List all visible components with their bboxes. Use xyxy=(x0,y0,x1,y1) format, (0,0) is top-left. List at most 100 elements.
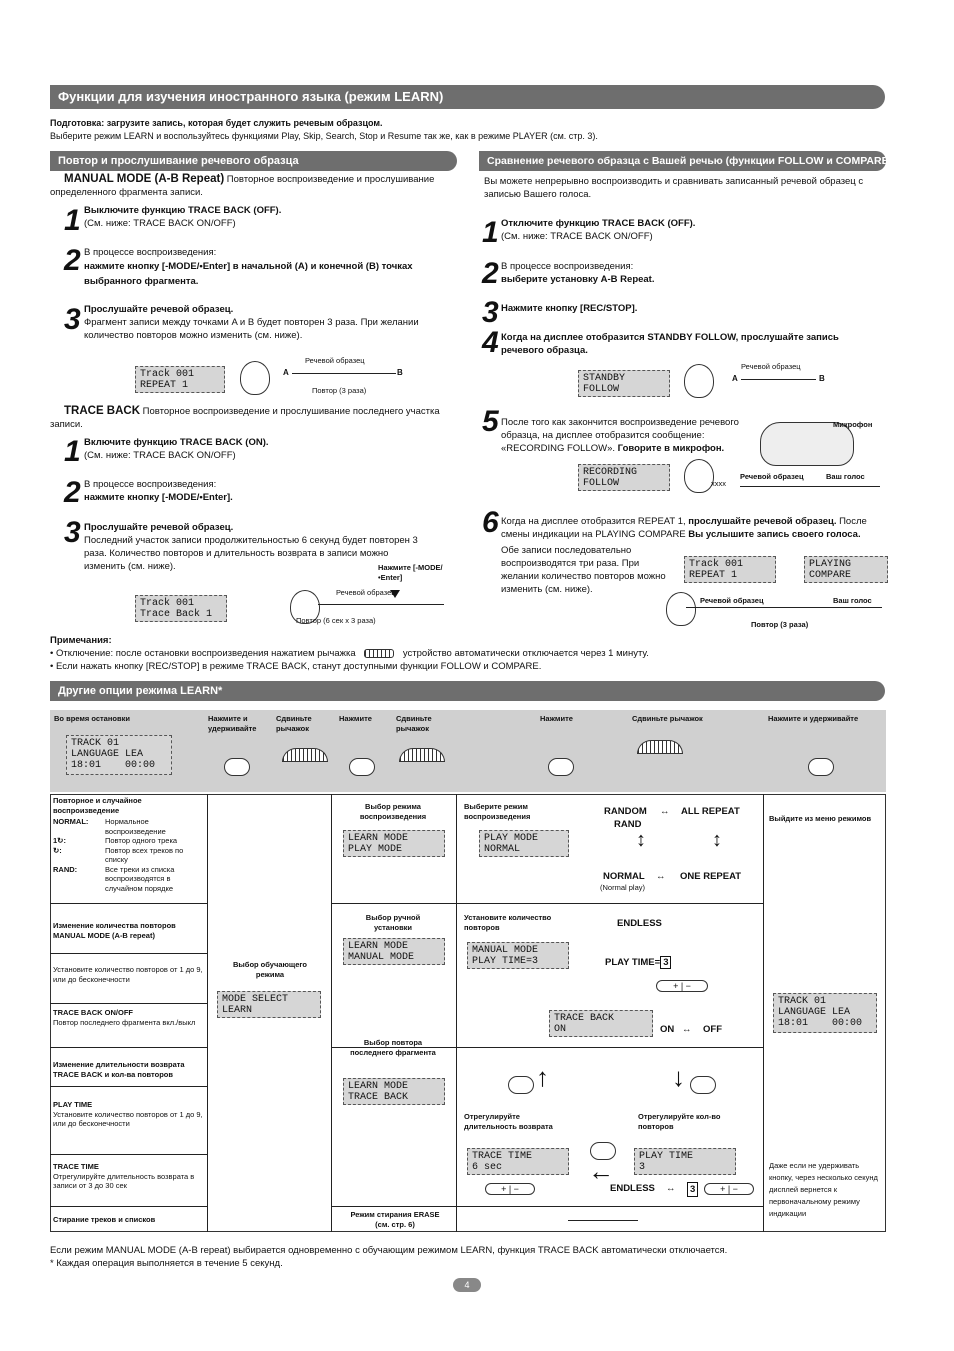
step-text: Когда на дисплее отобразится STANDBY FOL… xyxy=(501,332,839,356)
step-note: Последний участок записи продолжительнос… xyxy=(84,535,418,572)
step-text: нажмите кнопку [-MODE/•Enter] в начально… xyxy=(84,261,413,287)
choose-mode-label: Выберите режим воспроизведения xyxy=(464,802,531,821)
ab-line xyxy=(741,379,816,380)
repeat-label: Повтор (3 раза) xyxy=(312,386,367,395)
step-text: Прослушайте речевой образец. xyxy=(84,522,234,533)
col-divider xyxy=(456,794,457,1232)
row-divider xyxy=(50,1047,208,1048)
lcd-display: LEARN MODE PLAY MODE xyxy=(343,830,445,857)
during-stop-label: Во время остановки xyxy=(54,714,130,723)
left-section-header: Повтор и прослушивание речевого образца xyxy=(50,151,457,171)
mode-enter-button[interactable] xyxy=(508,1076,534,1094)
plus-minus-buttons[interactable]: + | − xyxy=(485,1183,535,1195)
trace-back-desc: Повторное воспроизведение и прослушивани… xyxy=(50,406,440,430)
row-divider xyxy=(331,1047,456,1048)
off-label: OFF xyxy=(703,1024,722,1035)
step-note: В процессе воспроизведения: xyxy=(84,247,217,258)
step-text: Отключите функцию TRACE BACK (OFF). xyxy=(501,218,696,229)
exit-note: Даже если не удерживать кнопку, через не… xyxy=(769,1161,878,1218)
row-title: PLAY TIME xyxy=(53,1100,93,1109)
listener-face-icon xyxy=(290,590,320,624)
xxxx-label: xxxx xyxy=(711,479,726,488)
step-note: После того как закончится воспроизведени… xyxy=(501,417,739,454)
value-box: 3 xyxy=(660,956,672,969)
legend-key: ↻: xyxy=(53,845,62,855)
step-note: (См. ниже: TRACE BACK ON/OFF) xyxy=(84,450,236,461)
lever-icon[interactable] xyxy=(282,748,328,762)
lcd-display: PLAYING COMPARE xyxy=(804,556,888,583)
lcd-display: TRACE BACK ON xyxy=(549,1010,653,1037)
double-arrow-icon: ↔ xyxy=(682,1024,692,1035)
recorder-device-icon xyxy=(760,422,854,466)
page-title: Функции для изучения иностранного языка … xyxy=(50,85,885,109)
sample-label: Речевой образец xyxy=(700,596,764,605)
lcd-display: RECORDING FOLLOW xyxy=(578,464,670,491)
press-label: Нажмите xyxy=(339,714,372,723)
notes-title: Примечания: xyxy=(50,635,112,646)
lcd-display: TRACK 01 LANGUAGE LEA 18:01 00:00 xyxy=(66,735,172,775)
plus-minus-buttons[interactable]: + | − xyxy=(704,1183,754,1195)
legend-key: 1↻: xyxy=(53,836,66,845)
adjust-length-label: Отрегулируйте длительность возврата xyxy=(464,1112,553,1131)
slide-label: Сдвиньте рычажок xyxy=(632,714,703,723)
mode-enter-button[interactable] xyxy=(690,1076,716,1094)
mode-enter-button[interactable] xyxy=(548,758,574,776)
select-trace-label: Выбор повтора последнего фрагмента xyxy=(350,1038,436,1057)
mode-enter-button[interactable] xyxy=(349,758,375,776)
play-time-label: PLAY TIME=3 xyxy=(605,956,672,969)
lever-icon[interactable] xyxy=(637,740,683,754)
mode-enter-button[interactable] xyxy=(808,758,834,776)
row-body: Установите количество повторов от 1 до 9… xyxy=(53,1109,203,1129)
mic-label: Микрофон xyxy=(833,420,873,429)
listener-face-icon xyxy=(240,361,270,395)
col-divider xyxy=(207,794,208,1232)
lcd-display: LEARN MODE TRACE BACK xyxy=(343,1078,445,1105)
row-divider xyxy=(50,903,208,904)
trace-back-intro: TRACE BACK Повторное воспроизведение и п… xyxy=(50,405,455,431)
manual-mode-desc: Повторное воспроизведение и прослушивани… xyxy=(50,174,435,198)
mode-enter-button[interactable] xyxy=(224,758,250,776)
step-note: (См. ниже: TRACE BACK ON/OFF) xyxy=(84,218,236,229)
set-count-label: Установите количество повторов xyxy=(464,913,552,932)
legend-key: NORMAL: xyxy=(53,817,89,826)
row-divider xyxy=(331,1206,456,1207)
step-text: Вы услышите запись своего голоса. xyxy=(688,529,861,540)
row-divider xyxy=(50,1086,208,1087)
press-label: Нажмите [-MODE/•Enter] xyxy=(378,563,443,582)
lcd-display: Track 001 Trace Back 1 xyxy=(135,595,227,622)
row-body: Установите количество повторов от 1 до 9… xyxy=(53,965,203,984)
select-learn-label: Выбор обучающего режима xyxy=(232,960,308,979)
random-label: RANDOM xyxy=(604,806,647,817)
footer-note-2: * Каждая операция выполняется в течение … xyxy=(50,1258,283,1269)
underline xyxy=(568,1220,638,1221)
manual-mode-intro: MANUAL MODE (A-B Repeat) Повторное воспр… xyxy=(50,173,455,199)
left-arrow-icon: ← xyxy=(588,1156,614,1186)
step-note: В процессе воспроизведения: xyxy=(84,479,217,490)
right-intro: Вы можете непрерывно воспроизводить и ср… xyxy=(484,176,864,200)
row-divider xyxy=(50,953,208,954)
plus-minus-buttons[interactable]: + | − xyxy=(656,980,708,992)
lever-icon[interactable] xyxy=(399,748,445,762)
rand-label: RAND xyxy=(614,819,642,830)
row-title: TRACE TIME xyxy=(53,1162,99,1171)
flow-header xyxy=(50,710,886,792)
lcd-display: Track 001 REPEAT 1 xyxy=(684,556,776,583)
mode-enter-button[interactable] xyxy=(590,1142,616,1160)
row-divider xyxy=(50,1003,208,1004)
vertical-arrow-icon: ↕ xyxy=(636,829,646,851)
slide-label: Сдвиньте рычажок xyxy=(276,714,312,733)
col-divider xyxy=(331,794,332,1232)
step-number: 3 xyxy=(64,303,81,336)
lcd-display: PLAY MODE NORMAL xyxy=(479,830,569,857)
normal-label: NORMAL xyxy=(603,871,645,882)
row-body: Повтор последнего фрагмента вкл./выкл xyxy=(53,1017,196,1027)
step-note: Фрагмент записи между точками A и B буде… xyxy=(84,317,419,341)
legend-value: Нормальное воспроизведение xyxy=(105,817,166,836)
step-note: После смены индикации на PLAYING COMPARE xyxy=(501,516,867,540)
one-repeat-label: ONE REPEAT xyxy=(680,871,742,882)
lcd-display: TRACK 01 LANGUAGE LEA 18:01 00:00 xyxy=(773,993,877,1033)
slide-label: Сдвиньте рычажок xyxy=(396,714,432,733)
double-arrow-icon: ↔ xyxy=(660,806,670,817)
legend-value: Повтор всех треков по списку xyxy=(105,845,184,865)
select-manual-label: Выбор ручной установки xyxy=(365,913,421,932)
